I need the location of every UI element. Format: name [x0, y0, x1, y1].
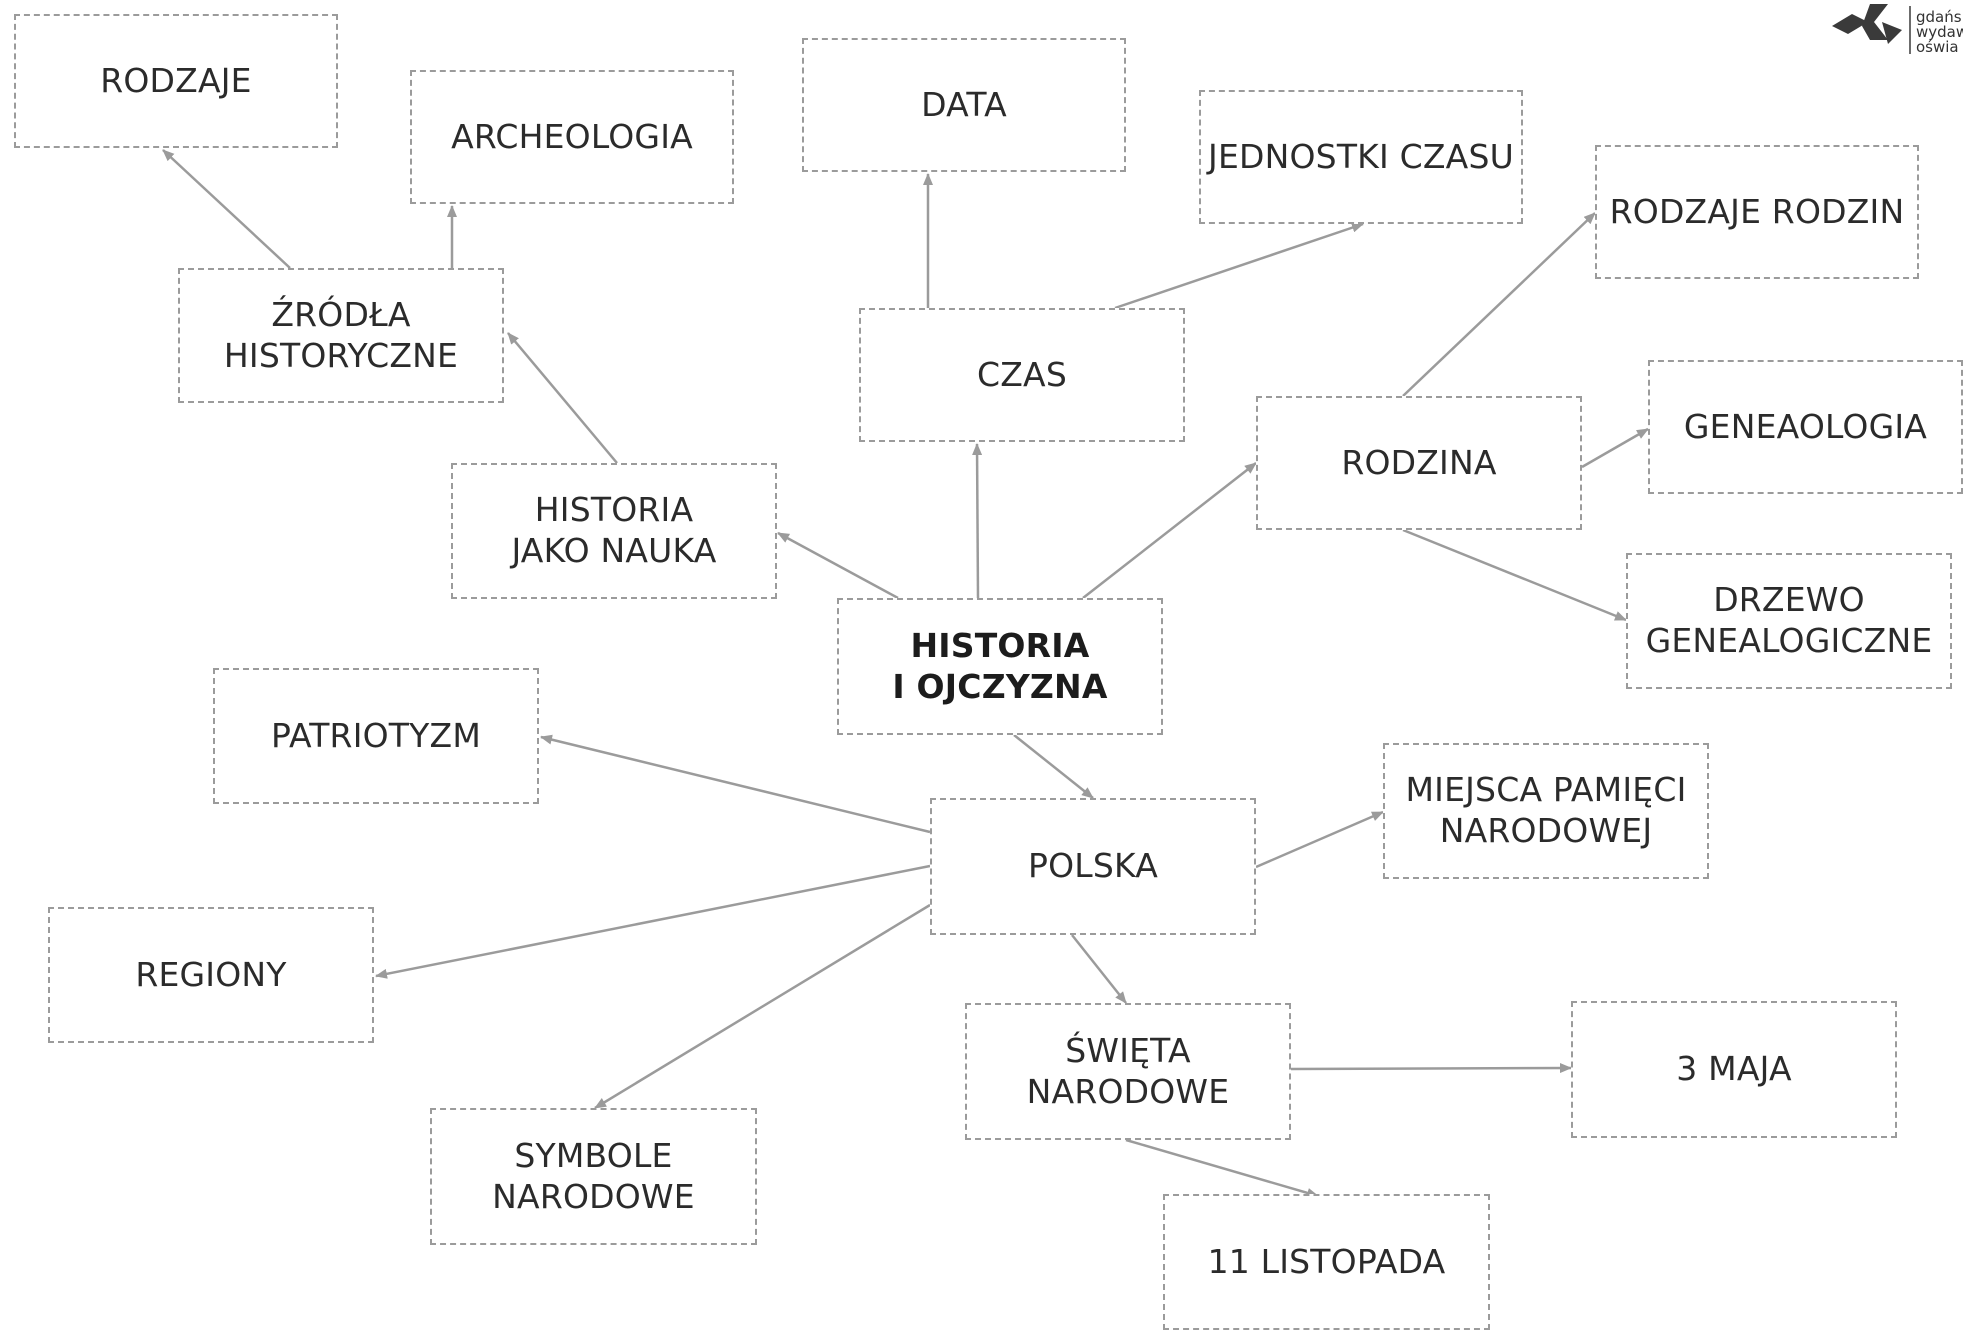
arrow-polska-to-symbole-narodowe [594, 903, 931, 1110]
node-label: PATRIOTYZM [271, 715, 481, 755]
node-label: HISTORIA JAKO NAUKA [511, 490, 717, 570]
publisher-logo-icon [1832, 4, 1911, 54]
node-label: HISTORIA I OJCZYZNA [892, 625, 1108, 706]
node-genealogia: GENEAOLOGIA [1648, 360, 1963, 494]
node-label: RODZAJE [100, 60, 252, 100]
arrow-historia-jako-nauka-to-zrodla-historyczne [507, 332, 618, 464]
logo-text-line-2: wydaw [1916, 23, 1963, 41]
node-archeologia: ARCHEOLOGIA [410, 70, 734, 204]
node-symbole-narodowe: SYMBOLE NARODOWE [430, 1108, 757, 1245]
node-label: SYMBOLE NARODOWE [492, 1135, 695, 1216]
arrow-swieta-narodowe-to-11-listopada [1125, 1138, 1319, 1198]
node-swieta-narodowe: ŚWIĘTA NARODOWE [965, 1003, 1291, 1140]
node-label: ŹRÓDŁA HISTORYCZNE [223, 294, 459, 375]
node-miejsca-pamieci: MIEJSCA PAMIĘCI NARODOWEJ [1383, 743, 1709, 879]
node-label: GENEAOLOGIA [1683, 406, 1928, 446]
publisher-logo: gdańs wydaw oświa [1830, 0, 1963, 70]
node-label: 3 MAJA [1676, 1049, 1792, 1089]
node-label: JEDNOSTKI CZASU [1208, 136, 1514, 176]
node-label: 11 LISTOPADA [1207, 1241, 1446, 1281]
node-label: MIEJSCA PAMIĘCI NARODOWEJ [1405, 770, 1687, 850]
node-rodzina: RODZINA [1256, 396, 1582, 530]
arrow-historia-i-ojczyzna-to-rodzina [1082, 462, 1257, 599]
node-label: ŚWIĘTA NARODOWE [1026, 1030, 1230, 1111]
arrow-polska-to-swieta-narodowe [1071, 934, 1127, 1004]
arrow-polska-to-miejsca-pamieci [1255, 810, 1384, 869]
node-rodzaje: RODZAJE [14, 14, 338, 148]
arrow-historia-i-ojczyzna-to-polska [1013, 734, 1094, 799]
arrow-historia-i-ojczyzna-to-historia-jako-nauka [777, 531, 899, 600]
node-label: DATA [921, 84, 1007, 124]
arrow-zrodla-historyczne-to-rodzaje [162, 149, 291, 269]
node-czas: CZAS [859, 308, 1185, 442]
node-polska: POLSKA [930, 798, 1256, 935]
node-3-maja: 3 MAJA [1571, 1001, 1897, 1138]
arrow-polska-to-regiony [375, 864, 931, 979]
node-label: DRZEWO GENEALOGICZNE [1645, 580, 1933, 660]
arrow-rodzina-to-drzewo-genealogiczne [1402, 528, 1627, 622]
node-11-listopada: 11 LISTOPADA [1163, 1194, 1490, 1330]
node-data: DATA [802, 38, 1126, 172]
node-label: REGIONY [135, 954, 287, 994]
node-drzewo-genealogiczne: DRZEWO GENEALOGICZNE [1626, 553, 1952, 689]
node-regiony: REGIONY [48, 907, 374, 1043]
node-jednostki-czasu: JEDNOSTKI CZASU [1199, 90, 1523, 224]
node-label: POLSKA [1027, 846, 1159, 886]
node-label: ARCHEOLOGIA [451, 116, 693, 156]
arrow-czas-to-jednostki-czasu [1114, 222, 1364, 310]
arrow-historia-i-ojczyzna-to-czas [972, 443, 983, 599]
node-historia-jako-nauka: HISTORIA JAKO NAUKA [451, 463, 777, 599]
node-label: RODZINA [1341, 442, 1497, 482]
arrow-rodzina-to-rodzaje-rodzin [1402, 212, 1596, 397]
node-zrodla-historyczne: ŹRÓDŁA HISTORYCZNE [178, 268, 504, 403]
node-label: CZAS [977, 354, 1067, 394]
arrow-rodzina-to-genealogia [1581, 427, 1649, 469]
arrow-polska-to-patriotyzm [540, 734, 931, 834]
node-rodzaje-rodzin: RODZAJE RODZIN [1595, 145, 1919, 279]
node-patriotyzm: PATRIOTYZM [213, 668, 539, 804]
node-historia-i-ojczyzna: HISTORIA I OJCZYZNA [837, 598, 1163, 735]
arrow-swieta-narodowe-to-3-maja [1290, 1063, 1572, 1074]
node-label: RODZAJE RODZIN [1609, 191, 1905, 231]
logo-text-line-3: oświa [1916, 38, 1959, 56]
logo-text-line-1: gdańs [1916, 8, 1962, 26]
